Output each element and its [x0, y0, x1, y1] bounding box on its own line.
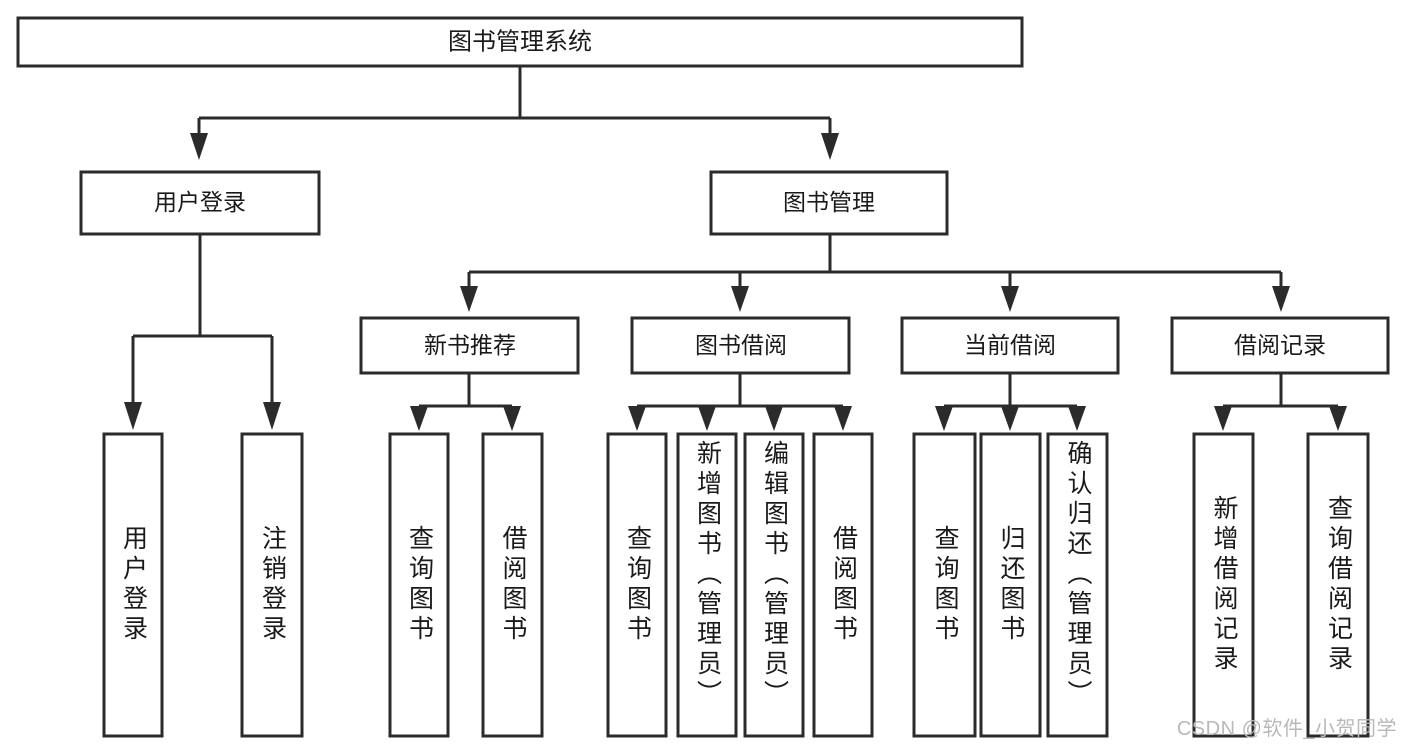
- arrow-to-leaf-query-books-2: [628, 406, 646, 431]
- leaf-box-user-logout[interactable]: [240, 432, 304, 738]
- arrow-to-borrow-record: [1272, 286, 1290, 312]
- leaf-box-borrow-books-2[interactable]: [812, 432, 874, 738]
- leaf-boxes: [102, 432, 1370, 738]
- connector-group-borrow-record: [1214, 373, 1347, 431]
- node-new-book-recommend[interactable]: 新书推荐: [359, 316, 580, 375]
- arrow-to-leaf-user-logout: [263, 402, 281, 430]
- node-root-label: 图书管理系统: [448, 28, 592, 55]
- node-user-login-label: 用户登录: [154, 189, 246, 215]
- arrow-to-leaf-edit-book: [765, 406, 783, 431]
- leaf-box-query-record[interactable]: [1306, 432, 1370, 738]
- node-root-box[interactable]: [16, 16, 1024, 68]
- arrow-to-leaf-query-books-1: [410, 406, 428, 431]
- leaf-box-add-record[interactable]: [1192, 432, 1255, 738]
- node-borrow-record-label: 借阅记录: [1234, 332, 1326, 358]
- arrow-to-leaf-add-book: [698, 406, 716, 431]
- leaf-box-query-books-1[interactable]: [388, 432, 450, 738]
- node-root[interactable]: 图书管理系统: [16, 16, 1024, 68]
- leaf-box-user-login[interactable]: [102, 432, 164, 738]
- leaf-box-confirm-return[interactable]: [1046, 432, 1109, 738]
- arrow-to-leaf-user-login: [124, 402, 142, 430]
- arrow-to-book-management: [821, 133, 839, 160]
- node-book-management[interactable]: 图书管理: [709, 170, 949, 236]
- arrow-to-leaf-query-books-3: [935, 406, 953, 431]
- arrow-to-new-book-recommend: [460, 286, 478, 312]
- arrow-to-current-borrow: [1001, 286, 1019, 312]
- node-current-borrow-box[interactable]: [900, 316, 1120, 375]
- arrow-to-leaf-return-books: [1001, 406, 1019, 431]
- connector-group-root: [190, 66, 839, 160]
- node-book-borrow-label: 图书借阅: [695, 332, 787, 358]
- connector-group-user-login: [124, 234, 281, 430]
- node-book-borrow-box[interactable]: [630, 316, 851, 375]
- leaf-box-borrow-books-1[interactable]: [481, 432, 544, 738]
- node-book-management-box[interactable]: [709, 170, 949, 236]
- node-borrow-record-box[interactable]: [1170, 316, 1390, 375]
- arrow-to-user-login: [190, 133, 208, 160]
- node-new-book-recommend-box[interactable]: [359, 316, 580, 375]
- leaf-box-query-books-3[interactable]: [912, 432, 977, 738]
- arrow-to-leaf-add-record: [1214, 406, 1232, 431]
- node-user-login[interactable]: 用户登录: [79, 170, 321, 236]
- node-borrow-record[interactable]: 借阅记录: [1170, 316, 1390, 375]
- connector-group-book-management: [460, 234, 1290, 312]
- node-new-book-recommend-label: 新书推荐: [424, 332, 516, 358]
- node-book-borrow[interactable]: 图书借阅: [630, 316, 851, 375]
- arrow-to-leaf-borrow-books-2: [834, 406, 852, 431]
- leaf-box-add-book[interactable]: [676, 432, 738, 738]
- node-current-borrow[interactable]: 当前借阅: [900, 316, 1120, 375]
- leaf-box-edit-book[interactable]: [743, 432, 805, 738]
- leaf-box-return-books[interactable]: [979, 432, 1042, 738]
- node-current-borrow-label: 当前借阅: [964, 332, 1056, 358]
- connector-group-book-borrow: [628, 373, 852, 431]
- arrow-to-leaf-query-record: [1329, 406, 1347, 431]
- arrow-to-book-borrow: [731, 286, 749, 312]
- node-book-management-label: 图书管理: [783, 189, 875, 215]
- arrow-to-leaf-confirm-return: [1068, 406, 1086, 431]
- connector-group-current-borrow: [935, 373, 1086, 431]
- watermark-text: CSDN @软件_小贺同学: [1176, 718, 1397, 740]
- connector-group-new-book-recommend: [410, 373, 521, 431]
- arrow-to-leaf-borrow-books-1: [503, 406, 521, 431]
- leaf-box-query-books-2[interactable]: [606, 432, 668, 738]
- node-user-login-box[interactable]: [79, 170, 321, 236]
